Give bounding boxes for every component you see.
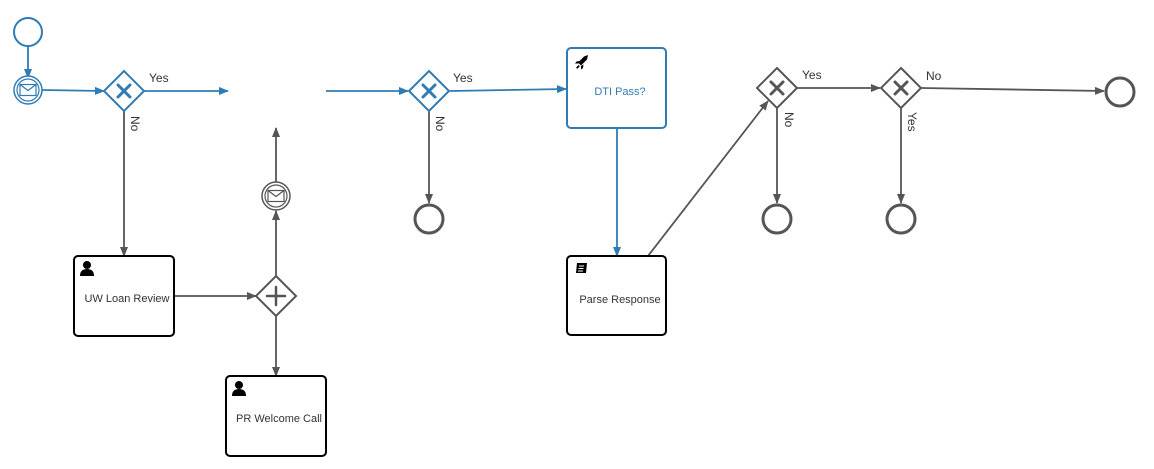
x-icon	[116, 83, 132, 99]
task-parse-response[interactable]: Parse Response	[566, 255, 667, 336]
flow-labels: Yes No Yes No Yes No No Yes	[128, 68, 942, 132]
task-dti-pass[interactable]: DTI Pass?	[566, 47, 667, 129]
flow-label-g1-no: No	[128, 116, 142, 132]
x-icon	[893, 80, 909, 96]
plus-icon	[265, 285, 287, 307]
user-icon	[80, 261, 94, 276]
flow-gateway2-yes[interactable]	[449, 85, 567, 94]
flow-parse-to-gateway3[interactable]	[647, 100, 769, 257]
task-pr-welcome-call[interactable]: PR Welcome Call	[225, 375, 327, 457]
end-event-2[interactable]	[761, 203, 793, 235]
flow-gateway4-no[interactable]	[920, 86, 1105, 95]
parallel-gateway[interactable]	[254, 274, 298, 318]
task-label: PR Welcome Call	[236, 413, 322, 425]
envelope-icon	[267, 189, 285, 203]
flow-label-g4-yes: Yes	[905, 112, 919, 132]
script-icon	[576, 263, 587, 273]
flow-label-g3-yes: Yes	[802, 68, 822, 82]
message-catch-event-1[interactable]	[13, 75, 43, 105]
exclusive-gateway-3[interactable]	[755, 66, 799, 110]
flow-msg-to-gateway1[interactable]	[41, 86, 105, 95]
task-label: DTI Pass?	[594, 86, 645, 98]
end-event-4[interactable]	[1104, 76, 1136, 108]
flow-label-g1-yes: Yes	[149, 71, 169, 85]
task-label: UW Loan Review	[85, 293, 170, 305]
user-icon	[232, 381, 246, 396]
flow-label-g2-yes: Yes	[453, 71, 473, 85]
exclusive-gateway-2[interactable]	[407, 69, 451, 113]
task-label: Parse Response	[579, 294, 660, 306]
message-catch-event-2[interactable]	[261, 181, 291, 211]
start-event[interactable]	[13, 17, 43, 47]
task-uw-loan-review[interactable]: UW Loan Review	[73, 255, 175, 337]
sequence-flows	[24, 47, 1105, 377]
end-event-1[interactable]	[413, 203, 445, 235]
rocket-icon	[575, 55, 588, 70]
x-icon	[421, 83, 437, 99]
envelope-icon	[19, 83, 37, 97]
flow-label-g2-no: No	[433, 116, 447, 132]
exclusive-gateway-4[interactable]	[879, 66, 923, 110]
flow-label-g4-no: No	[926, 69, 942, 83]
exclusive-gateway-1[interactable]	[102, 69, 146, 113]
flow-label-g3-no: No	[782, 112, 796, 128]
end-event-3[interactable]	[885, 203, 917, 235]
x-icon	[769, 80, 785, 96]
